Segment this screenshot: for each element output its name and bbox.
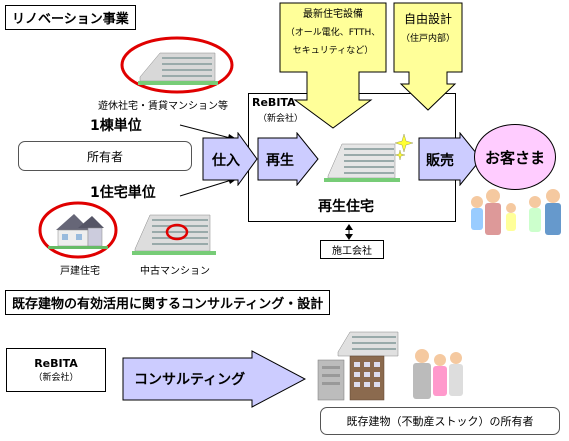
used-condo-label: 中古マンション xyxy=(140,266,210,277)
purchase-arrow xyxy=(202,132,258,186)
rebita-consult-sub: （新会社） xyxy=(33,373,79,383)
sales-arrow xyxy=(418,132,482,186)
owner-box: 所有者 xyxy=(18,141,192,171)
renew-label: 再生 xyxy=(266,153,294,169)
customer-circle: お客さま xyxy=(474,124,556,190)
purchase-label: 仕入 xyxy=(212,153,240,169)
consulting-arrow xyxy=(122,350,306,408)
customer-label: お客さま xyxy=(484,148,545,167)
section1-title: リノベーション事業 xyxy=(5,5,136,30)
used-condo-image xyxy=(132,214,216,255)
rebita-consult-box: ReBITA （新会社） xyxy=(6,348,106,392)
equipment-line2: （オール電化、FTTH、 xyxy=(285,28,381,38)
renewed-housing-label: 再生住宅 xyxy=(318,199,374,215)
free-design-title: 自由設計 xyxy=(403,12,452,26)
free-design-callout-shape xyxy=(393,2,463,111)
rebita-name: ReBITA xyxy=(252,96,296,109)
sales-label: 販売 xyxy=(426,153,454,169)
owner-label: 所有者 xyxy=(86,149,123,164)
renewed-building-image xyxy=(324,133,414,182)
owners-illustration xyxy=(413,349,463,399)
equipment-title: 最新住宅設備 xyxy=(303,9,363,20)
idle-housing-label: 遊休社宅・賃貸マンション等 xyxy=(98,101,228,112)
equipment-callout-text: 最新住宅設備 （オール電化、FTTH、 セキュリティなど） xyxy=(281,6,385,60)
stock-owner-box: 既存建物（不動産ストック）の所有者 xyxy=(320,407,560,435)
rebita-consult-name: ReBITA xyxy=(34,357,78,370)
apartment-building-image xyxy=(120,36,234,94)
rebita-sub: （新会社） xyxy=(258,114,304,124)
unit-dwelling-label: 1住宅単位 xyxy=(90,185,156,201)
consulting-label: コンサルティング xyxy=(134,372,246,388)
contractor-box: 施工会社 xyxy=(320,240,384,259)
detached-house-image xyxy=(38,201,118,259)
renew-arrow xyxy=(257,132,319,186)
free-design-callout-text: 自由設計 （住戸内部） xyxy=(394,10,462,44)
stock-buildings-image xyxy=(317,331,399,401)
detached-house-label: 戸建住宅 xyxy=(60,266,100,277)
free-design-sub: （住戸内部） xyxy=(400,34,455,44)
contractor-label: 施工会社 xyxy=(332,246,372,257)
stock-owner-label: 既存建物（不動産ストック）の所有者 xyxy=(346,415,534,428)
family-illustration xyxy=(471,189,561,235)
equipment-line3: セキュリティなど） xyxy=(292,46,374,56)
unit-building-label: 1棟単位 xyxy=(90,118,142,134)
equipment-callout-shape xyxy=(279,2,387,129)
section2-title: 既存建物の有効活用に関するコンサルティング・設計 xyxy=(5,290,331,315)
